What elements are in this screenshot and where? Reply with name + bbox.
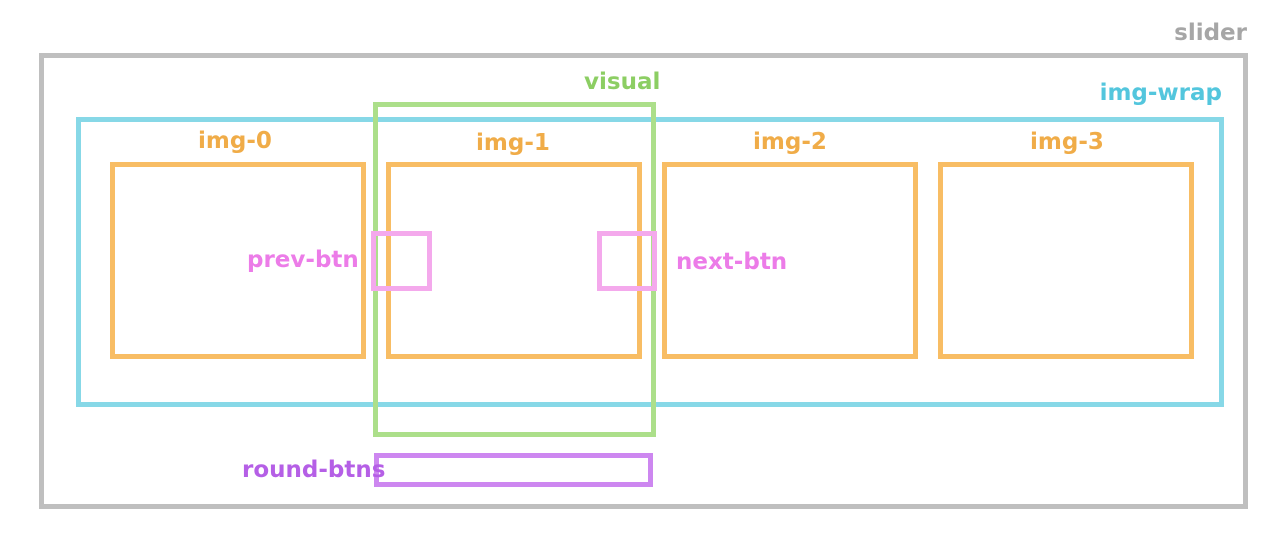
- slider-label: slider: [1174, 20, 1247, 46]
- img-3-label: img-3: [1030, 129, 1104, 155]
- img-2-box: [662, 162, 918, 359]
- img-3-box: [938, 162, 1194, 359]
- img-0-box: [110, 162, 366, 359]
- img-1-label: img-1: [476, 130, 550, 156]
- visual-label: visual: [584, 69, 661, 95]
- slider-box: [39, 53, 1248, 509]
- img-1-box: [386, 162, 642, 359]
- img-0-label: img-0: [198, 128, 272, 154]
- prev-button-box: [371, 231, 432, 291]
- prev-button-label: prev-btn: [247, 247, 359, 273]
- img-wrap-box: [76, 117, 1224, 407]
- round-buttons-label: round-btns: [242, 457, 386, 483]
- next-button-box: [597, 231, 657, 291]
- next-button-label: next-btn: [676, 249, 788, 275]
- round-buttons-box: [374, 453, 653, 487]
- img-2-label: img-2: [753, 129, 827, 155]
- img-wrap-label: img-wrap: [1099, 80, 1222, 106]
